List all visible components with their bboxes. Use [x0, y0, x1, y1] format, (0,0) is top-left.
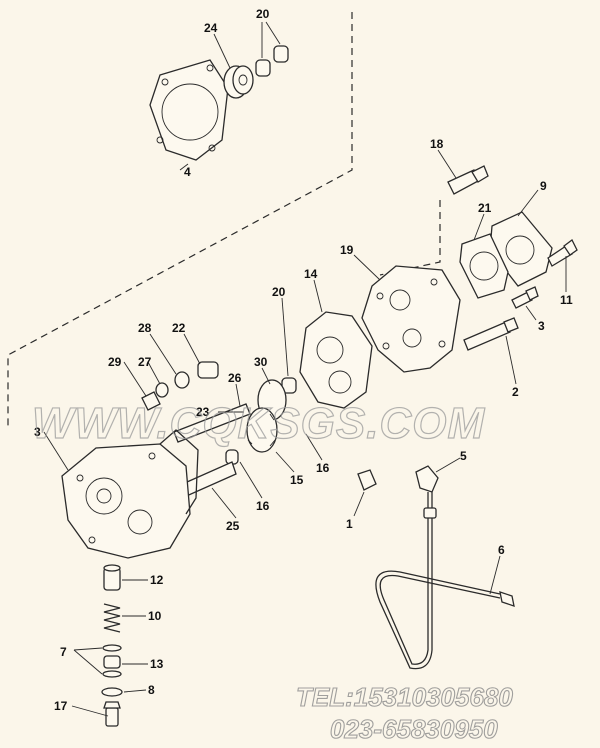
capscrew-11 [547, 239, 578, 267]
plug-17 [103, 701, 121, 727]
gasket-21 [459, 233, 509, 299]
callout-numbers: 4 24 20 18 9 21 11 3 2 19 14 20 30 26 23… [34, 7, 573, 713]
washer-8 [101, 687, 123, 697]
callout-18: 18 [430, 137, 444, 151]
capscrew-3-right [511, 286, 539, 309]
top-bushings-20 [255, 45, 289, 77]
callout-9: 9 [540, 179, 547, 193]
callout-2: 2 [512, 385, 519, 399]
capscrew-2 [463, 317, 519, 351]
callout-16-right: 16 [316, 461, 330, 475]
callout-5: 5 [460, 449, 467, 463]
callout-28: 28 [138, 321, 152, 335]
plug-1 [357, 469, 377, 491]
shim-13 [103, 655, 121, 669]
callout-30: 30 [254, 355, 268, 369]
washer-27 [155, 382, 169, 398]
callout-3-left: 3 [34, 425, 41, 439]
callout-16-left: 16 [256, 499, 270, 513]
contact-tel: TEL:15310305680 [296, 682, 513, 712]
callout-11: 11 [560, 293, 573, 307]
callout-20-mid: 20 [272, 285, 286, 299]
top-gasket-4 [149, 59, 229, 161]
gear-30 [246, 379, 287, 453]
callout-19: 19 [340, 243, 354, 257]
callout-12: 12 [150, 573, 164, 587]
callout-21: 21 [478, 201, 492, 215]
callout-29: 29 [108, 355, 122, 369]
callout-17: 17 [54, 699, 68, 713]
plug-29 [141, 391, 161, 411]
leader-lines [43, 21, 567, 717]
contact-phone: 023-65830950 [330, 714, 498, 744]
callout-3-right: 3 [538, 319, 545, 333]
callout-23: 23 [196, 405, 210, 419]
callout-25: 25 [226, 519, 240, 533]
callout-1: 1 [346, 517, 353, 531]
valve-plunger-12 [103, 564, 121, 591]
callout-6: 6 [498, 543, 505, 557]
callout-20-top: 20 [256, 7, 270, 21]
seal-ring-7-lower [102, 670, 122, 678]
callout-26: 26 [228, 371, 242, 385]
bushing-22 [197, 361, 219, 379]
callout-4: 4 [184, 165, 191, 179]
tube-6 [375, 492, 515, 670]
callout-15: 15 [290, 473, 304, 487]
top-gear-24 [223, 65, 254, 99]
elbow-fitting-5 [415, 465, 439, 493]
watermark-text: WWW.CQKSGS.COM [32, 399, 485, 448]
shaft-26 [173, 403, 251, 443]
callout-27: 27 [138, 355, 152, 369]
callout-13: 13 [150, 657, 164, 671]
callout-7: 7 [60, 645, 67, 659]
spring-10 [103, 603, 121, 633]
seal-ring-7-upper [102, 644, 122, 652]
callout-22: 22 [172, 321, 186, 335]
callout-24: 24 [204, 21, 218, 35]
gasket-14 [299, 311, 373, 409]
capscrew-18 [447, 165, 489, 195]
pump-housing-3 [61, 429, 199, 559]
callout-10: 10 [148, 609, 162, 623]
callout-8: 8 [148, 683, 155, 697]
pump-cover-19 [361, 265, 461, 373]
callout-14: 14 [304, 267, 318, 281]
washer-28 [174, 371, 190, 389]
